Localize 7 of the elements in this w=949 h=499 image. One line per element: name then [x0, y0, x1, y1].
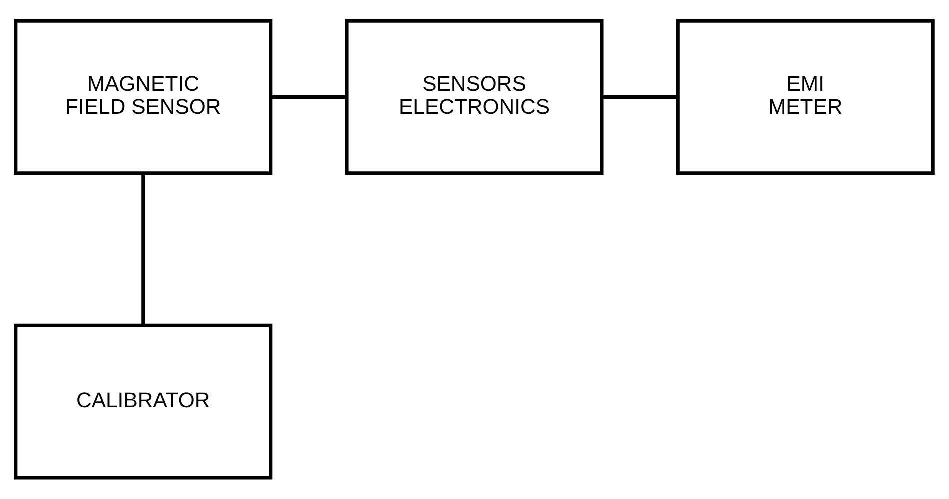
node-box: CALIBRATOR	[14, 324, 273, 480]
node-box: SENSORS ELECTRONICS	[345, 19, 604, 176]
node-box: EMI METER	[676, 19, 935, 176]
node-box: MAGNETIC FIELD SENSOR	[14, 19, 273, 176]
connector	[602, 95, 678, 99]
connector	[271, 95, 347, 99]
connector	[142, 173, 146, 326]
